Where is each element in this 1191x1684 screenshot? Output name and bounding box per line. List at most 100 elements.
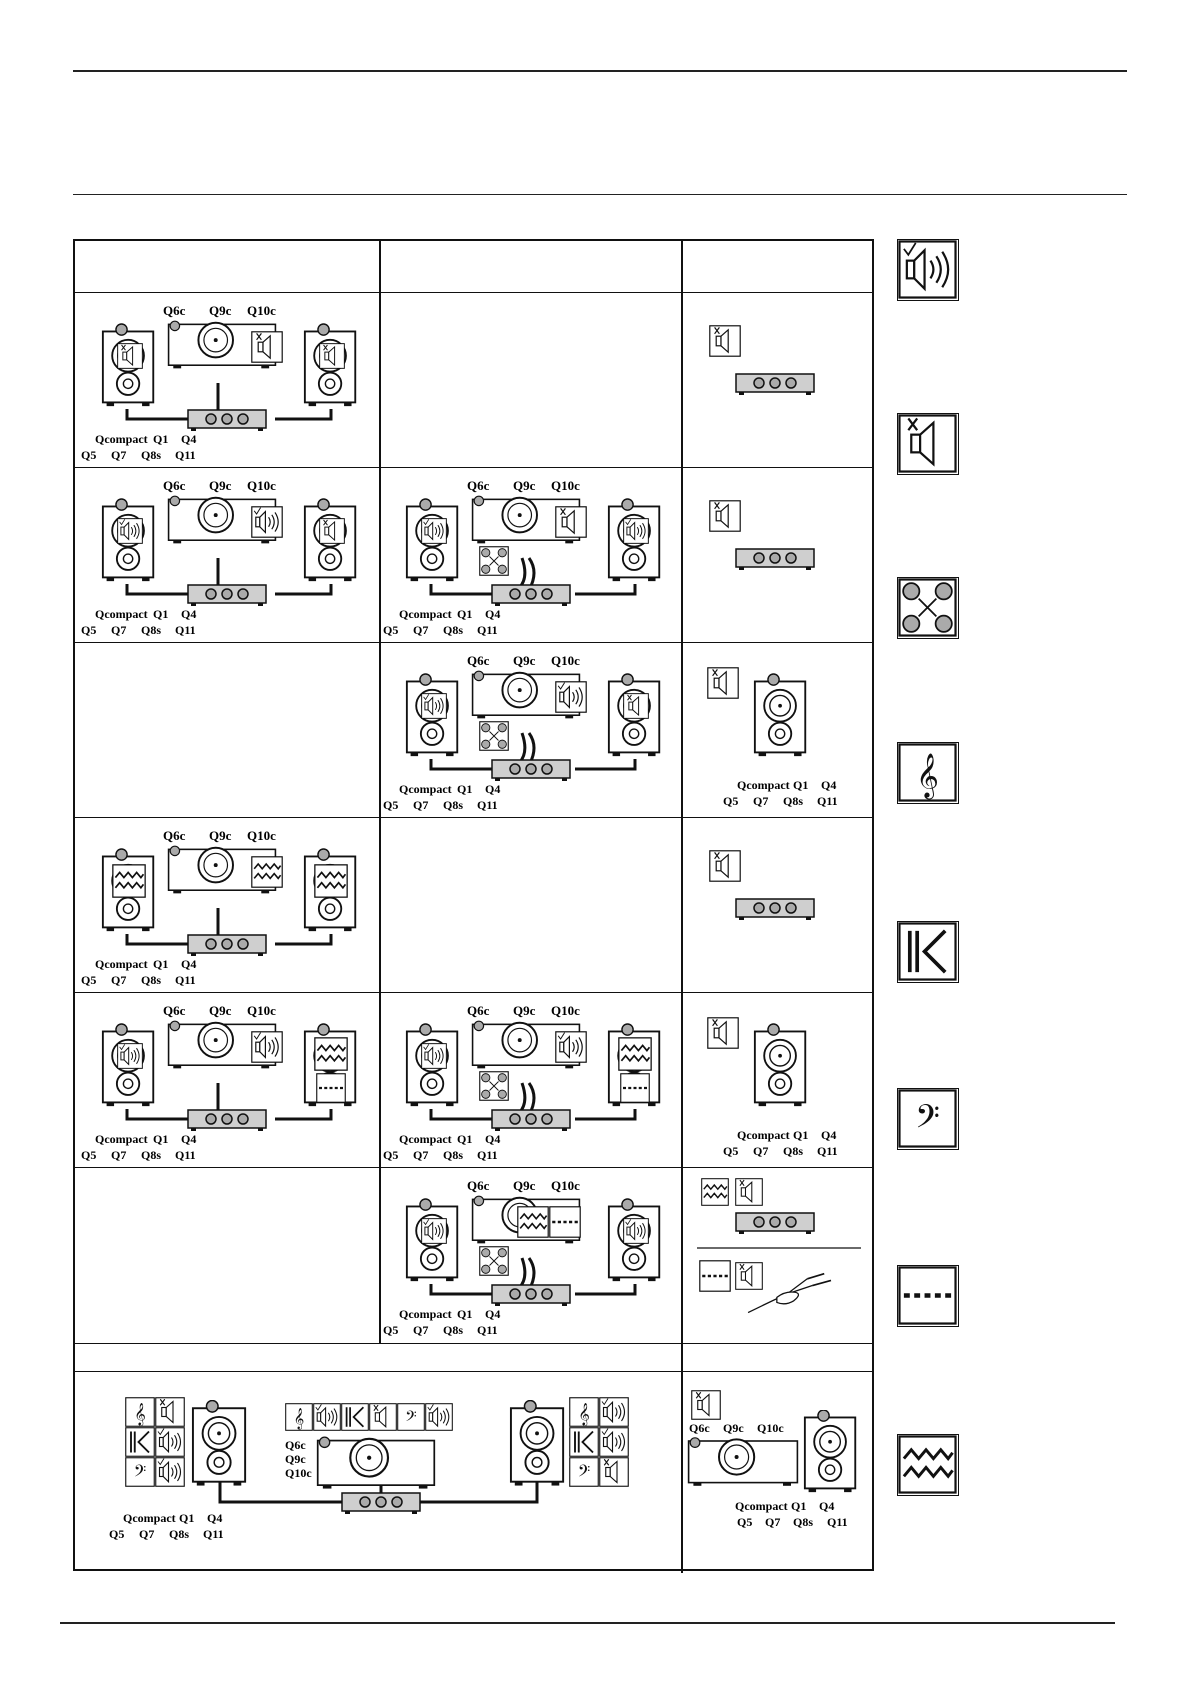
svg-text:Q5: Q5 xyxy=(383,1148,398,1162)
svg-text:Q10c: Q10c xyxy=(247,478,276,493)
svg-text:Q9c: Q9c xyxy=(513,1178,536,1193)
av-receiver xyxy=(187,409,267,431)
svg-text:Q1: Q1 xyxy=(457,782,472,796)
result-r5c3: Qcompact Q1 Q4 Q5 Q7 Q8s Q11 xyxy=(681,993,871,1168)
model-label: Qcompact xyxy=(95,432,148,446)
svg-text:Q11: Q11 xyxy=(817,1144,838,1158)
svg-text:Q4: Q4 xyxy=(485,1132,500,1146)
treble-clef-icon xyxy=(897,742,959,804)
svg-text:Q5: Q5 xyxy=(81,973,96,987)
speaker-off-icon xyxy=(319,343,345,369)
svg-text:Qcompact: Qcompact xyxy=(735,1499,788,1513)
header-rule xyxy=(73,194,1127,195)
svg-text:Q5: Q5 xyxy=(723,1144,738,1158)
svg-text:Q6c: Q6c xyxy=(467,1003,490,1018)
svg-text:Qcompact: Qcompact xyxy=(737,1128,790,1142)
svg-text:Q7: Q7 xyxy=(139,1527,154,1541)
model-label: Q9c xyxy=(209,303,232,318)
speaker-off-icon xyxy=(117,343,143,369)
svg-text:Q10c: Q10c xyxy=(757,1421,784,1435)
svg-text:Q8s: Q8s xyxy=(443,798,463,812)
svg-text:Q11: Q11 xyxy=(175,973,196,987)
result-bottom-right: Q6c Q9c Q10c Qcompact Q1 Q4 Q5 Q7 Q8s Q1… xyxy=(681,1372,871,1571)
svg-text:Q4: Q4 xyxy=(821,778,836,792)
svg-text:Q5: Q5 xyxy=(723,794,738,808)
svg-text:Qcompact: Qcompact xyxy=(399,782,452,796)
svg-text:Qcompact: Qcompact xyxy=(737,778,790,792)
svg-text:Q11: Q11 xyxy=(477,798,498,812)
diagram-r3c2: Q6c Q9c Q10c Qcompact Q1 Q4 Q5 Q7 Q8s Q1… xyxy=(379,643,681,818)
svg-text:Q4: Q4 xyxy=(485,1307,500,1321)
svg-text:Q4: Q4 xyxy=(485,607,500,621)
svg-text:Q9c: Q9c xyxy=(209,828,232,843)
svg-text:Q11: Q11 xyxy=(477,623,498,637)
speaker-large-icon xyxy=(897,239,959,301)
svg-text:Q1: Q1 xyxy=(179,1511,194,1525)
svg-text:Q10c: Q10c xyxy=(551,478,580,493)
zigzag-icon xyxy=(897,1434,959,1496)
svg-text:Q1: Q1 xyxy=(153,1132,168,1146)
svg-text:Q1: Q1 xyxy=(793,778,808,792)
svg-text:Q7: Q7 xyxy=(753,794,768,808)
diagram-r6c2: Q6c Q9c Q10c Qcompact Q1 Q4 Q5 Q7 Q8s Q1… xyxy=(379,1168,681,1344)
svg-text:Q6c: Q6c xyxy=(163,828,186,843)
svg-text:Q1: Q1 xyxy=(457,607,472,621)
result-r3c3: Qcompact Q1 Q4 Q5 Q7 Q8s Q11 xyxy=(681,643,871,818)
svg-text:Q6c: Q6c xyxy=(163,478,186,493)
svg-text:Q7: Q7 xyxy=(111,973,126,987)
svg-text:Q8s: Q8s xyxy=(169,1527,189,1541)
svg-text:Q5: Q5 xyxy=(81,623,96,637)
footer-rule xyxy=(60,1622,1115,1624)
row-2 xyxy=(75,468,872,643)
swap-terminals-icon xyxy=(897,577,959,639)
result-r4c3 xyxy=(681,818,871,993)
svg-text:Q9c: Q9c xyxy=(723,1421,744,1435)
svg-text:Q1: Q1 xyxy=(793,1128,808,1142)
row-4 xyxy=(75,818,872,993)
svg-text:Q5: Q5 xyxy=(383,798,398,812)
speaker-small-icon xyxy=(897,413,959,475)
row-6 xyxy=(75,1168,872,1344)
svg-text:Q6c: Q6c xyxy=(163,1003,186,1018)
svg-text:Q5: Q5 xyxy=(383,623,398,637)
svg-text:Q9c: Q9c xyxy=(209,1003,232,1018)
svg-text:Q1: Q1 xyxy=(153,607,168,621)
svg-text:Q8s: Q8s xyxy=(443,1148,463,1162)
diagram-r2c2: Q6c Q9c Q10c Qcompact Q1 Q4 Q5 Q7 Q8s Q1… xyxy=(379,468,681,643)
bass-clef-icon xyxy=(897,1088,959,1150)
row-5 xyxy=(75,993,872,1168)
model-label: Q4 xyxy=(181,432,196,446)
kef-logo-icon xyxy=(897,921,959,983)
svg-text:Q11: Q11 xyxy=(203,1527,224,1541)
diagram-r4c1: Q6c Q9c Q10c Qcompact Q1 Q4 Q5 Q7 Q8s Q1… xyxy=(75,818,379,993)
model-label: Q10c xyxy=(247,303,276,318)
svg-text:Q7: Q7 xyxy=(413,1148,428,1162)
svg-text:Q11: Q11 xyxy=(175,623,196,637)
model-label: Q7 xyxy=(111,448,126,462)
svg-text:Q4: Q4 xyxy=(821,1128,836,1142)
svg-text:Qcompact: Qcompact xyxy=(95,607,148,621)
svg-text:Q5: Q5 xyxy=(109,1527,124,1541)
section-header-row xyxy=(75,1344,872,1372)
svg-text:Q7: Q7 xyxy=(753,1144,768,1158)
model-label: Q1 xyxy=(153,432,168,446)
dotted-line-icon xyxy=(897,1265,959,1327)
svg-text:Q8s: Q8s xyxy=(443,1323,463,1337)
svg-text:Q10c: Q10c xyxy=(551,1003,580,1018)
model-label: Q6c xyxy=(163,303,186,318)
svg-text:Q10c: Q10c xyxy=(247,828,276,843)
model-label: Q5 xyxy=(81,448,96,462)
svg-text:Qcompact: Qcompact xyxy=(399,607,452,621)
svg-text:Q9c: Q9c xyxy=(285,1452,306,1466)
row-1 xyxy=(75,293,872,468)
speaker-setup-table: Q6c Q9c Q10c Qcompact Q1 Q4 Q5 Q7 Q8s Q1… xyxy=(73,239,874,1573)
svg-text:Q1: Q1 xyxy=(457,1307,472,1321)
svg-text:Q8s: Q8s xyxy=(443,623,463,637)
svg-text:Q11: Q11 xyxy=(477,1148,498,1162)
svg-text:Q6c: Q6c xyxy=(467,478,490,493)
svg-text:Qcompact: Qcompact xyxy=(95,1132,148,1146)
svg-text:Q8s: Q8s xyxy=(141,1148,161,1162)
svg-text:Q9c: Q9c xyxy=(513,653,536,668)
model-label: Q11 xyxy=(175,448,196,462)
svg-text:Q4: Q4 xyxy=(485,782,500,796)
